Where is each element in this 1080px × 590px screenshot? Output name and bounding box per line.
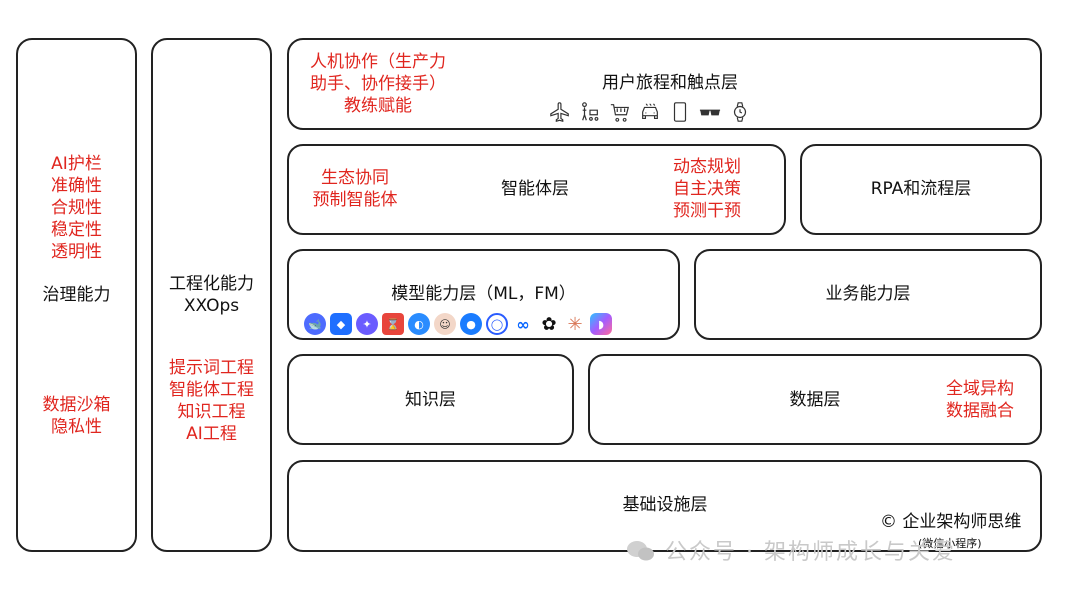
journey-red-line: 助手、协作接手） bbox=[310, 74, 446, 94]
watermark: 公众号 · 架构师成长与关爱 bbox=[626, 534, 956, 566]
engineering-title-line: XXOps bbox=[183, 296, 240, 316]
copyright-text: © 企业架构师思维 bbox=[880, 512, 1022, 532]
agent-title: 智能体层 bbox=[501, 179, 569, 199]
governance-privacy-item: 数据沙箱 bbox=[42, 395, 111, 415]
journey-layer bbox=[287, 38, 1042, 130]
journey-red-line: 人机协作（生产力 bbox=[310, 52, 446, 72]
agent-left-features: 生态协同 预制智能体 bbox=[300, 167, 410, 211]
rpa-title: RPA和流程层 bbox=[870, 179, 972, 199]
engineering-practice: AI工程 bbox=[186, 424, 237, 444]
engineering-practices: 提示词工程 智能体工程 知识工程 AI工程 bbox=[151, 357, 272, 445]
wenxin-logo: ◐ bbox=[408, 313, 430, 335]
governance-panel bbox=[16, 38, 137, 552]
business-title: 业务能力层 bbox=[825, 284, 911, 304]
qwen-logo: ✦ bbox=[356, 313, 378, 335]
data-layer bbox=[588, 354, 1042, 445]
openai-logo: ✿ bbox=[538, 313, 560, 335]
avatar-logo: ☺ bbox=[434, 313, 456, 335]
smartphone-icon bbox=[668, 100, 692, 124]
infrastructure-title: 基础设施层 bbox=[622, 495, 708, 515]
data-feature: 数据融合 bbox=[946, 401, 1014, 421]
governance-attr: 透明性 bbox=[51, 242, 102, 262]
copilot-logo: ◗ bbox=[590, 313, 612, 335]
engineering-practice: 智能体工程 bbox=[169, 380, 254, 400]
governance-attributes: AI护栏 准确性 合规性 稳定性 透明性 bbox=[16, 153, 137, 263]
agent-right-features: 动态规划 自主决策 预测干预 bbox=[660, 156, 754, 222]
engineering-title: 工程化能力 XXOps bbox=[151, 273, 272, 317]
model-layer bbox=[287, 249, 680, 340]
model-title: 模型能力层（ML，FM） bbox=[391, 284, 576, 304]
rpa-layer bbox=[800, 144, 1042, 235]
doubao-logo: ● bbox=[460, 313, 482, 335]
agent-feature: 预制智能体 bbox=[312, 190, 398, 210]
governance-attr: 准确性 bbox=[51, 176, 102, 196]
agent-feature: 自主决策 bbox=[673, 179, 741, 199]
journey-red-line: 教练赋能 bbox=[344, 96, 412, 116]
sunglasses-icon bbox=[698, 100, 722, 124]
engineering-title-line: 工程化能力 bbox=[169, 274, 254, 294]
governance-attr: AI护栏 bbox=[51, 154, 102, 174]
governance-privacy-item: 隐私性 bbox=[51, 417, 102, 437]
wechat-icon bbox=[626, 539, 656, 563]
hunyuan-logo: ◆ bbox=[330, 313, 352, 335]
journey-title: 用户旅程和触点层 bbox=[602, 73, 738, 93]
governance-privacy: 数据沙箱 隐私性 bbox=[16, 394, 137, 438]
knowledge-title: 知识层 bbox=[405, 390, 456, 410]
agent-feature: 生态协同 bbox=[321, 168, 389, 188]
agent-feature: 动态规划 bbox=[673, 157, 741, 177]
engineering-panel bbox=[151, 38, 272, 552]
governance-attr: 稳定性 bbox=[51, 220, 102, 240]
deepseek-logo: 🐋 bbox=[304, 313, 326, 335]
agent-feature: 预测干预 bbox=[673, 201, 741, 221]
data-features: 全域异构 数据融合 bbox=[935, 378, 1025, 422]
meta-logo: ∞ bbox=[512, 313, 534, 335]
journey-collaboration: 人机协作（生产力 助手、协作接手） 教练赋能 bbox=[300, 51, 456, 117]
shopping-cart-icon bbox=[608, 100, 632, 124]
touchpoint-icons bbox=[548, 100, 752, 124]
engineering-practice: 知识工程 bbox=[177, 402, 246, 422]
family-stroller-icon bbox=[578, 100, 602, 124]
infrastructure-layer bbox=[287, 460, 1042, 552]
governance-title: 治理能力 bbox=[42, 285, 111, 305]
watermark-text: 公众号 · 架构师成长与关爱 bbox=[665, 540, 956, 565]
model-logos: 🐋 ◆ ✦ ⌛ ◐ ☺ ● ◯ ∞ ✿ ✳ ◗ bbox=[304, 313, 612, 335]
agent-layer bbox=[287, 144, 786, 235]
watch-icon bbox=[728, 100, 752, 124]
data-feature: 全域异构 bbox=[946, 379, 1014, 399]
engineering-practice: 提示词工程 bbox=[169, 358, 254, 378]
spark-logo: ◯ bbox=[486, 313, 508, 335]
governance-attr: 合规性 bbox=[51, 198, 102, 218]
airplane-icon bbox=[548, 100, 572, 124]
data-title: 数据层 bbox=[789, 390, 841, 410]
knowledge-layer bbox=[287, 354, 574, 445]
claude-logo: ✳ bbox=[564, 313, 586, 335]
kimi-logo: ⌛ bbox=[382, 313, 404, 335]
mini-program-label: (微信小程序) bbox=[918, 537, 982, 550]
business-layer bbox=[694, 249, 1042, 340]
car-icon bbox=[638, 100, 662, 124]
